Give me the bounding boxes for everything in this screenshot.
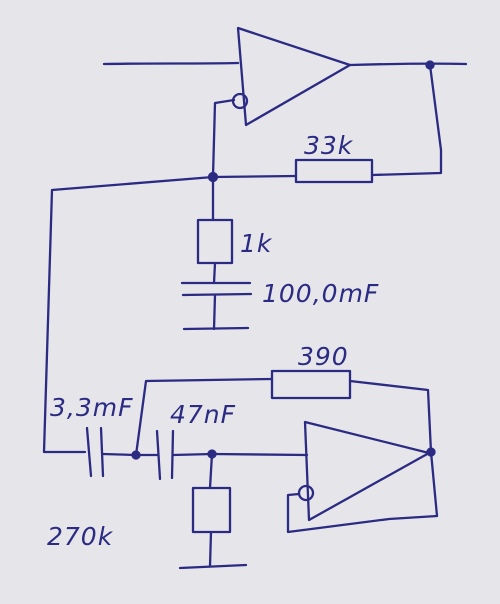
resistor-33k — [294, 158, 374, 184]
ground-symbol-bottom — [178, 563, 248, 570]
resistor-1k — [196, 218, 234, 265]
top-inverting-input-wire — [211, 98, 236, 178]
wire-3-3mf-to-node — [101, 452, 138, 457]
label-47nf: 47nF — [170, 400, 236, 429]
capacitor-100mf — [180, 281, 253, 297]
resistor-390 — [270, 369, 352, 400]
label-3-3mf: 3,3mF — [50, 393, 134, 422]
bottom-opamp-triangle — [303, 420, 431, 522]
top-feedback-wire — [370, 63, 443, 177]
wire-mid-node-to-270k — [208, 452, 214, 490]
top-output-wire — [348, 62, 468, 67]
top-input-wire — [102, 61, 240, 66]
wire-mid-node-to-opamp — [210, 452, 309, 457]
capacitor-47nf — [155, 429, 175, 481]
bottom-output-loop-wire — [286, 450, 439, 534]
wire-47nf-to-mid-node — [171, 452, 214, 457]
top-node-to-feedback-resistor-wire — [211, 174, 298, 179]
top-opamp-triangle — [236, 26, 352, 127]
wire-1k-to-capacitor — [212, 261, 217, 285]
ground-symbol-top — [182, 326, 250, 331]
label-390: 390 — [298, 342, 349, 371]
bottom-opamp-inverting-bubble — [297, 484, 315, 502]
interstage-wire — [42, 175, 215, 454]
label-100mf: 100,0mF — [262, 279, 379, 308]
label-33k: 33k — [304, 131, 354, 160]
wire-capacitor-to-ground-top — [212, 293, 217, 331]
wire-270k-to-ground — [208, 530, 213, 568]
label-1k: 1k — [240, 229, 273, 258]
label-270k: 270k — [47, 522, 114, 551]
bottom-feedback-wire — [134, 377, 433, 457]
capacitor-3-3mf — [85, 426, 105, 478]
resistor-270k — [191, 486, 232, 534]
